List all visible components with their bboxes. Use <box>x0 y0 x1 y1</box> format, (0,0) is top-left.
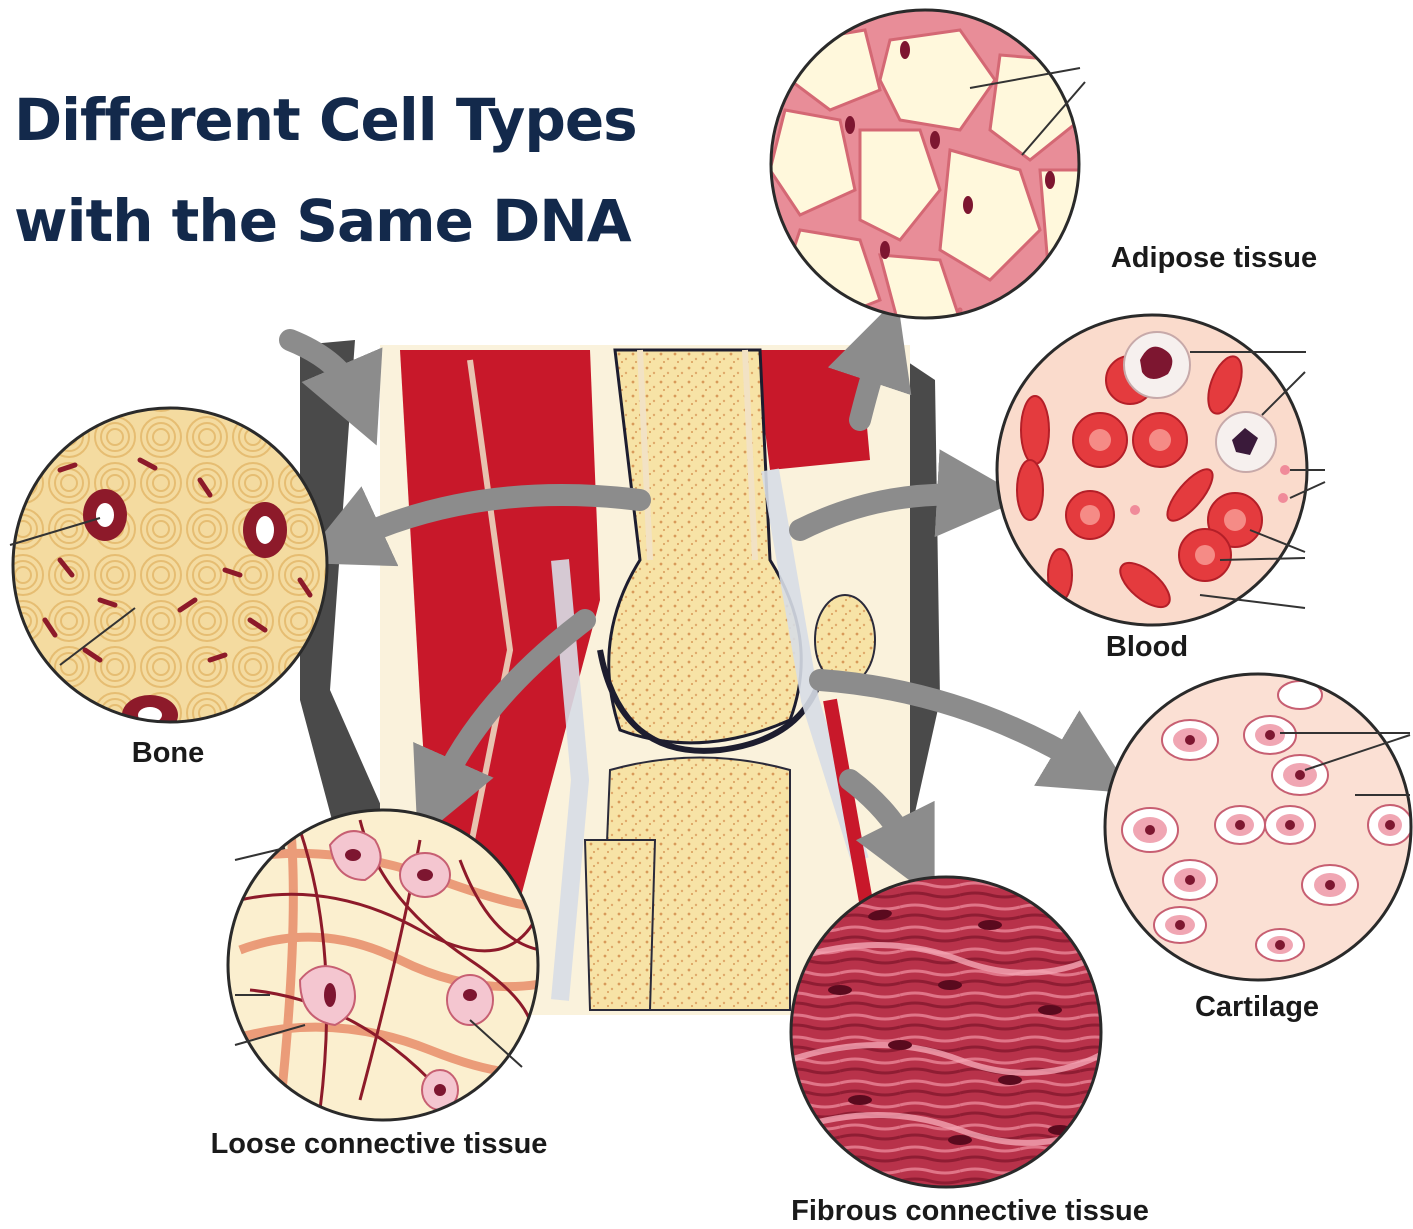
loose-connective-tissue-label: Loose connective tissue <box>211 1128 548 1161</box>
blood-label: Blood <box>1106 631 1188 664</box>
cartilage-label: Cartilage <box>1195 991 1319 1024</box>
bone-label: Bone <box>132 737 205 770</box>
fibrous-connective-tissue-label: Fibrous connective tissue <box>791 1195 1149 1228</box>
fibula <box>585 840 655 1010</box>
fibrous-connective-tissue-circle <box>790 877 1110 1187</box>
blood-circle <box>997 315 1325 625</box>
bone-circle <box>10 408 327 735</box>
cartilage-circle <box>1105 674 1412 980</box>
adipose-tissue-label: Adipose tissue <box>1111 242 1317 275</box>
adipose-tissue-circle <box>770 10 1090 330</box>
